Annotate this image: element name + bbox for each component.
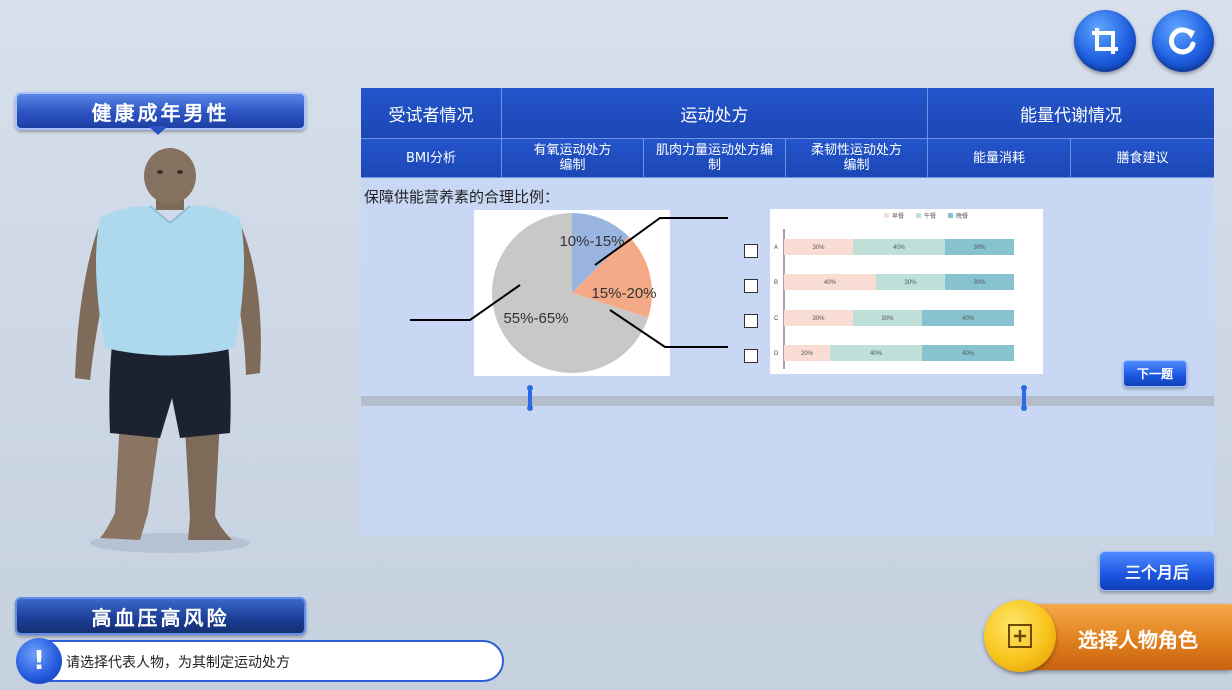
subtab-diet-advice[interactable]: 膳食建议	[1071, 139, 1214, 178]
connector-line-bottom	[609, 309, 728, 348]
bar-segment	[784, 239, 853, 255]
bar-segment	[876, 274, 945, 290]
category-label: C	[774, 316, 779, 322]
category-label: A	[774, 245, 778, 251]
crop-icon	[1092, 28, 1118, 54]
bar-data-label: 40%	[962, 351, 975, 357]
connector-line-top	[594, 217, 728, 266]
add-character-button[interactable]	[984, 600, 1056, 672]
prompt-text: 请选择代表人物，为其制定运动处方	[66, 655, 290, 671]
subtab-energy-consumption[interactable]: 能量消耗	[928, 139, 1071, 178]
bar-segment	[853, 239, 945, 255]
bar-data-label: 40%	[893, 245, 906, 251]
bar-segment	[784, 345, 830, 361]
alert-icon: !	[16, 638, 62, 684]
bar-data-label: 30%	[973, 245, 986, 251]
bar-segment	[853, 310, 922, 326]
three-months-later-button[interactable]: 三个月后	[1099, 551, 1215, 591]
refresh-icon	[1168, 27, 1196, 55]
crop-button[interactable]	[1074, 10, 1136, 72]
bar-data-label: 30%	[881, 316, 894, 322]
option-checkbox-c[interactable]	[744, 314, 758, 328]
legend-label: 晚餐	[956, 212, 968, 220]
next-question-button[interactable]: 下一题	[1123, 360, 1187, 387]
bar-segment	[945, 239, 1014, 255]
bar-data-label: 40%	[824, 280, 837, 286]
bar-data-label: 30%	[973, 280, 986, 286]
answer-panel	[361, 406, 1214, 536]
legend-swatch	[916, 213, 921, 218]
pie-slice	[492, 213, 649, 373]
panel-divider	[361, 396, 1214, 406]
bar-segment	[922, 310, 1014, 326]
option-checkbox-a[interactable]	[744, 244, 758, 258]
legend-label: 午餐	[924, 212, 936, 220]
drag-handle-left-icon[interactable]	[525, 384, 535, 412]
pie-chart-box: 10%-15% 15%-20% 55%-65%	[474, 210, 670, 376]
option-checkbox-d[interactable]	[744, 349, 758, 363]
bar-data-label: 40%	[870, 351, 883, 357]
prescription-table: 受试者情况 运动处方 能量代谢情况 BMI分析 有氧运动处方 编制 肌肉力量运动…	[361, 88, 1214, 178]
bar-segment	[784, 274, 876, 290]
bar-chart-box: 早餐 午餐 晚餐 A 30% 40% 30% B 40% 30% 30% C 30% 30% 40% D 20%…	[770, 209, 1043, 374]
bar-data-label: 40%	[962, 316, 975, 322]
question-text: 保障供能营养素的合理比例：	[364, 188, 560, 206]
pie-label: 55%-65%	[503, 310, 568, 327]
legend-label: 早餐	[892, 212, 904, 220]
pie-label: 10%-15%	[559, 233, 624, 250]
tab-subject-info[interactable]: 受试者情况	[361, 88, 502, 139]
option-checkbox-b[interactable]	[744, 279, 758, 293]
tab-energy-metabolism[interactable]: 能量代谢情况	[928, 88, 1214, 139]
risk-label: 高血压高风险	[91, 605, 230, 630]
refresh-button[interactable]	[1152, 10, 1214, 72]
legend-swatch	[948, 213, 953, 218]
character-title-badge: 健康成年男性	[15, 92, 306, 130]
subtab-flexibility[interactable]: 柔韧性运动处方 编制	[786, 139, 928, 178]
bar-data-label: 30%	[812, 245, 825, 251]
prompt-bar: 请选择代表人物，为其制定运动处方	[20, 640, 504, 682]
tab-exercise-prescription[interactable]: 运动处方	[502, 88, 928, 139]
connector-line-left	[410, 284, 521, 321]
subtab-aerobic[interactable]: 有氧运动处方 编制	[502, 139, 644, 178]
subtab-strength[interactable]: 肌肉力量运动处方编 制	[644, 139, 786, 178]
bar-data-label: 30%	[904, 280, 917, 286]
badge-pointer-icon	[148, 126, 168, 135]
bar-data-label: 20%	[801, 351, 814, 357]
drag-handle-right-icon[interactable]	[1019, 384, 1029, 412]
add-box-icon	[1008, 624, 1032, 648]
select-character-label: 选择人物角色	[1078, 628, 1198, 652]
pie-label: 15%-20%	[591, 285, 656, 302]
pie-slice	[572, 213, 629, 293]
bar-segment	[945, 274, 1014, 290]
bar-chart: 早餐 午餐 晚餐 A 30% 40% 30% B 40% 30% 30% C 30% 30% 40% D 20%…	[774, 212, 1014, 369]
subtab-bmi[interactable]: BMI分析	[361, 139, 502, 178]
bar-segment	[922, 345, 1014, 361]
character-avatar[interactable]	[60, 148, 280, 560]
bar-segment	[784, 310, 853, 326]
bar-data-label: 30%	[812, 316, 825, 322]
category-label: B	[774, 280, 778, 286]
risk-label-badge: 高血压高风险	[15, 597, 306, 635]
legend-swatch	[884, 213, 889, 218]
bar-segment	[830, 345, 922, 361]
character-title: 健康成年男性	[91, 100, 230, 125]
pie-slice	[572, 236, 652, 318]
category-label: D	[774, 351, 779, 357]
connector-lines	[410, 217, 728, 348]
pie-chart: 10%-15% 15%-20% 55%-65%	[492, 213, 657, 373]
